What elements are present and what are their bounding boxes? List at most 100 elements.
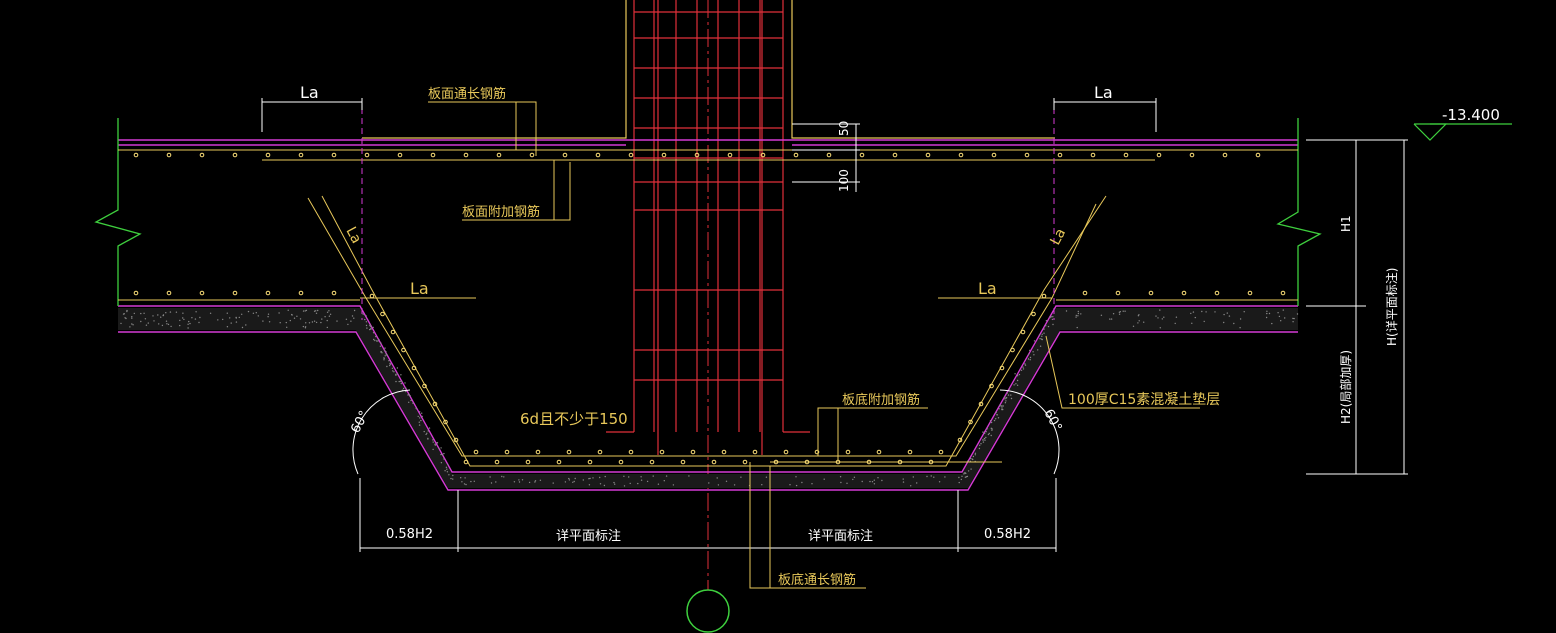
speckle-dot — [1006, 392, 1008, 394]
speckle-dot — [852, 478, 854, 481]
speckle-dot — [926, 475, 928, 478]
speckle-dot — [990, 421, 993, 424]
speckle-dot — [395, 380, 397, 383]
speckle-dot — [568, 477, 570, 480]
speckle-dot — [1138, 314, 1140, 316]
speckle-dot — [902, 481, 905, 483]
speckle-dot — [241, 313, 243, 315]
speckle-dot — [811, 483, 813, 485]
dimension-lines — [261, 98, 1408, 552]
speckle-dot — [377, 340, 379, 342]
la-slope-left-label: La — [342, 224, 364, 246]
la-slope-right-label: La — [1047, 226, 1069, 248]
speckle-dot — [795, 476, 797, 478]
speckle-dot — [640, 476, 642, 478]
speckle-dot — [380, 351, 382, 353]
speckle-dot — [513, 481, 516, 483]
rebar-dot — [1090, 152, 1096, 158]
speckle-dot — [1265, 316, 1268, 319]
speckle-dot — [145, 324, 148, 326]
bottom-through-rebar-label: 板底通长钢筋 — [778, 572, 856, 588]
speckle-dot — [362, 313, 364, 315]
speckle-dot — [964, 476, 967, 478]
speckle-dot — [501, 475, 503, 478]
speckle-dot — [823, 478, 825, 480]
speckle-dot — [1214, 311, 1216, 313]
left-break-line — [94, 118, 142, 306]
speckle-dot — [1226, 312, 1229, 314]
speckle-dot — [1233, 322, 1235, 325]
speckle-dot — [123, 313, 126, 315]
speckle-dot — [353, 309, 356, 312]
speckle-dot — [304, 310, 306, 312]
speckle-dot — [861, 480, 863, 483]
speckle-dot — [521, 479, 524, 481]
speckle-dot — [910, 485, 912, 487]
speckle-dot — [226, 326, 229, 328]
speckle-dot — [226, 312, 228, 314]
speckle-dot — [440, 462, 443, 464]
speckle-dot — [187, 323, 189, 325]
speckle-dot — [1228, 315, 1231, 317]
speckle-dot — [1137, 322, 1139, 324]
speckle-dot — [853, 476, 856, 478]
rebar-dot — [925, 152, 931, 158]
speckle-dot — [405, 387, 407, 389]
speckle-dot — [1049, 316, 1051, 319]
speckle-dot — [329, 313, 332, 315]
speckle-dot — [1004, 402, 1007, 404]
bottom-additional-rebar-label: 板底附加钢筋 — [842, 392, 920, 408]
rebar-lines — [118, 149, 1298, 467]
rebar-dots — [133, 152, 1286, 465]
speckle-dot — [473, 480, 475, 482]
rebar-dot — [587, 459, 593, 465]
rebar-dot — [298, 290, 304, 296]
speckle-dot — [986, 428, 988, 430]
rebar-dot — [1156, 152, 1162, 158]
speckle-dot — [871, 481, 874, 483]
dim-right-label: 0.58H2 — [984, 527, 1031, 542]
speckle-dot — [194, 318, 197, 320]
speckle-dot — [428, 427, 431, 429]
speckle-dot — [165, 320, 168, 322]
speckle-dot — [407, 394, 409, 396]
rebar-dot — [453, 437, 459, 443]
right-break-line — [1276, 118, 1322, 306]
speckle-dot — [1201, 310, 1203, 313]
speckle-dot — [988, 432, 990, 435]
speckle-dot — [1190, 312, 1192, 315]
speckle-dot — [326, 311, 329, 313]
rebar-dot — [463, 459, 469, 465]
speckle-dot — [1033, 340, 1036, 342]
speckle-dot — [409, 395, 411, 397]
speckle-dot — [320, 321, 322, 324]
speckle-dot — [398, 380, 400, 383]
speckle-dot — [158, 323, 160, 325]
rebar-dot — [649, 459, 655, 465]
speckle-dot — [717, 484, 720, 486]
speckle-dot — [418, 421, 420, 423]
speckle-dot — [370, 326, 372, 328]
speckle-dot — [873, 483, 876, 485]
speckle-dot — [315, 312, 318, 314]
speckle-dot — [614, 483, 616, 485]
speckle-dot — [1029, 349, 1031, 352]
anchorage-note: 6d且不少于150 — [520, 410, 628, 428]
speckle-dot — [326, 319, 328, 322]
rebar-dot — [1255, 152, 1261, 158]
rebar-dot — [1280, 290, 1286, 296]
speckle-dot — [326, 326, 328, 329]
speckle-dot — [623, 475, 625, 477]
speckle-dot — [427, 437, 429, 440]
speckle-dot — [1065, 310, 1068, 312]
rebar-dot — [1024, 152, 1030, 158]
speckle-dot — [364, 318, 366, 321]
speckle-dot — [979, 444, 981, 446]
top-through-rebar-label: 板面通长钢筋 — [428, 86, 506, 102]
speckle-dot — [518, 479, 520, 481]
speckle-dot — [372, 326, 374, 329]
speckle-dot — [933, 476, 935, 478]
speckle-dot — [599, 476, 601, 479]
speckle-dot — [447, 463, 449, 466]
speckle-dot — [1004, 396, 1006, 398]
